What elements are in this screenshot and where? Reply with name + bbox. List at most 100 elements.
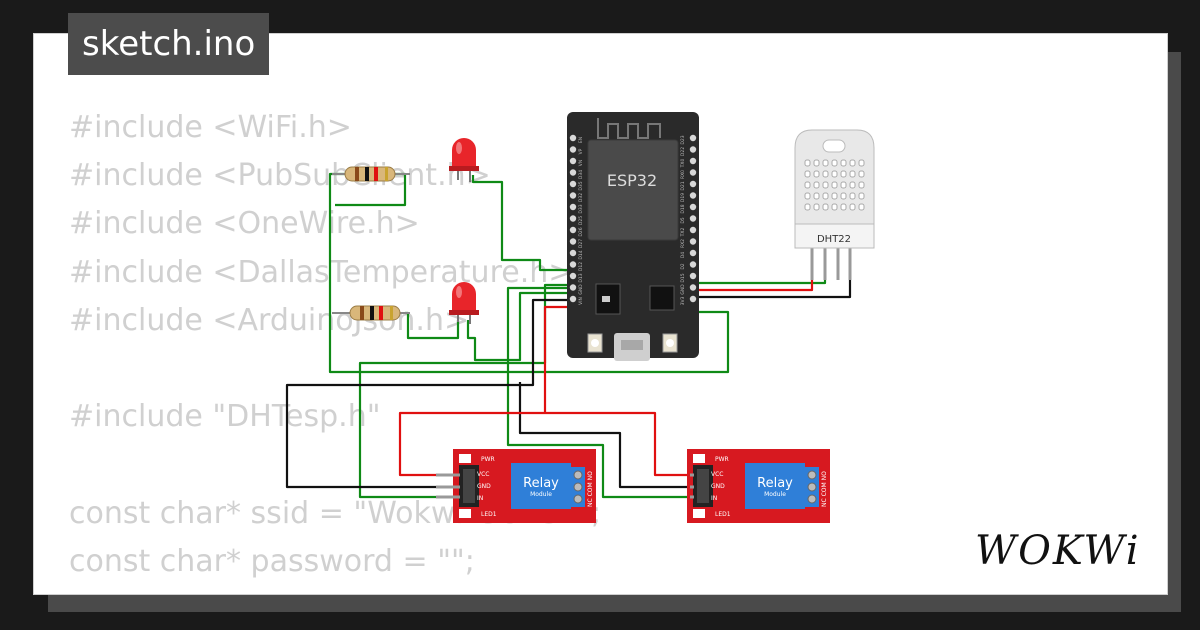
esp32-right-pin [689, 169, 697, 176]
esp32-left-pin [569, 295, 577, 303]
dht22-vent [822, 181, 829, 189]
dht22-vent [813, 192, 820, 200]
esp32-left-pin [569, 215, 577, 222]
relay-2-led1-label: LED1 [715, 511, 731, 518]
relay-2-vcc-label: VCC [711, 471, 723, 478]
relay-1-vcc-label: VCC [477, 471, 489, 478]
esp32-left-pin [569, 284, 577, 291]
esp32-left-pin [569, 192, 577, 199]
esp32-right-pin [689, 249, 697, 257]
dht22-vent [840, 181, 847, 189]
esp32-left-pin [569, 272, 577, 280]
dht22-sensor: DHT22 [794, 129, 875, 280]
wire-relay2-in [506, 286, 690, 499]
wire-led1-to-esp [471, 175, 572, 272]
dht22-vent [831, 181, 838, 189]
esp32-right-pin-label: GND [680, 284, 686, 295]
esp32-left-pin-label: D26 [578, 227, 584, 236]
esp32-right-pin-label: D4 [680, 252, 686, 258]
dht22-vent [813, 203, 820, 211]
dht22-vents [804, 159, 865, 211]
relay-1-in-label: IN [477, 495, 483, 502]
esp32-right-pin [689, 238, 697, 245]
dht22-vent [840, 170, 847, 178]
esp32-right-pin-label: D23 [680, 135, 686, 144]
relay-2-gnd-label: GND [711, 483, 725, 490]
relay-2-terminals: NC COM NO [821, 471, 828, 507]
esp32-right-pin [689, 284, 697, 291]
dht22-vent [858, 203, 865, 211]
dht22-vent [849, 170, 856, 178]
esp32-right-pin-label: TX0 [680, 159, 686, 169]
dht22-vent [822, 159, 829, 167]
wire-led2-to-esp [466, 291, 572, 362]
dht22-vent [849, 203, 856, 211]
dht22-vent [813, 159, 820, 167]
dht22-vent [822, 203, 829, 211]
dht22-vent [813, 181, 820, 189]
esp32-right-pin [689, 272, 697, 280]
esp32-right-pin-label: 3V3 [680, 296, 686, 305]
esp32-right-pin-label: D19 [680, 193, 686, 202]
esp32-right-pin [689, 295, 697, 303]
code-line: #include <PubSubClient.h> [69, 158, 491, 194]
esp32-left-pin [569, 238, 577, 245]
esp32-right-pin [689, 226, 697, 234]
dht22-vent [840, 192, 847, 200]
esp32-right-pin [689, 192, 697, 199]
relay-module-1: PWR LED1 VCC GND IN Relay Module NC COM … [453, 449, 596, 523]
esp32-right-pin [689, 215, 697, 222]
wire-res2-to-led2 [405, 311, 460, 340]
esp32-left-pin [569, 146, 577, 153]
resistor-2 [332, 305, 410, 321]
dht22-label: DHT22 [817, 234, 851, 245]
relay-1-label: Relay [523, 476, 559, 491]
code-line: #include <WiFi.h> [69, 110, 352, 145]
code-line: const char* password = ""; [69, 543, 475, 579]
dht22-vent [804, 192, 811, 200]
code-line: #include <OneWire.h> [69, 206, 420, 242]
wire-gnd-relay1 [285, 298, 572, 489]
wire-gnd-relay2 [518, 382, 690, 489]
dht22-vent [822, 192, 829, 200]
esp32-left-pin [569, 226, 577, 234]
esp32-right-pin [689, 261, 697, 268]
resistor-1 [332, 166, 410, 182]
code-line: const char* mqtt_server = "broker.hivemq… [69, 586, 803, 594]
dht22-vent [831, 192, 838, 200]
esp32-left-pin-label: D33 [578, 204, 584, 213]
esp32-left-pin-label: VIN [578, 297, 584, 305]
esp32-right-pin-label: D15 [680, 273, 686, 282]
esp32-left-pin-label: D25 [578, 216, 584, 225]
relay-2-in-label: IN [711, 495, 717, 502]
esp32-right-pin [689, 157, 697, 165]
esp32-left-pin-label: D13 [578, 273, 584, 282]
relay-module-2: PWR LED1 VCC GND IN Relay Module NC COM … [687, 449, 830, 523]
relay-2-sublabel: Module [764, 491, 786, 498]
esp32-right-pin [689, 180, 697, 188]
dht22-vent [804, 203, 811, 211]
esp32-left-pins: ENVPVND34D35D32D33D25D26D27D14D12D13GNDV… [569, 134, 584, 305]
dht22-vent [858, 170, 865, 178]
dht22-vent [849, 192, 856, 200]
relay-1-gnd-label: GND [477, 483, 491, 490]
esp32-left-pin-label: D27 [578, 239, 584, 248]
relay-1-terminals: NC COM NO [587, 471, 594, 507]
dht22-vent [858, 181, 865, 189]
esp32-left-pin-label: GND [578, 284, 584, 295]
esp32-board: ESP32 ENVPVND34D35D32D33D25D26D27D14D12D… [567, 112, 699, 361]
dht22-vent [831, 170, 838, 178]
wire-vcc-esp [543, 305, 572, 413]
relay-1-sublabel: Module [530, 491, 552, 498]
esp32-left-pin [569, 261, 577, 268]
dht22-vent [804, 170, 811, 178]
esp32-left-pin-label: D35 [578, 181, 584, 190]
wire-vcc-relay1 [398, 411, 690, 477]
dht22-vent [831, 203, 838, 211]
esp32-right-pin-label: D18 [680, 204, 686, 213]
esp32-left-pin-label: D12 [578, 262, 584, 271]
dht22-vent [849, 181, 856, 189]
relay-1-pwr-label: PWR [481, 456, 495, 463]
esp32-right-pin-label: D21 [680, 181, 686, 190]
